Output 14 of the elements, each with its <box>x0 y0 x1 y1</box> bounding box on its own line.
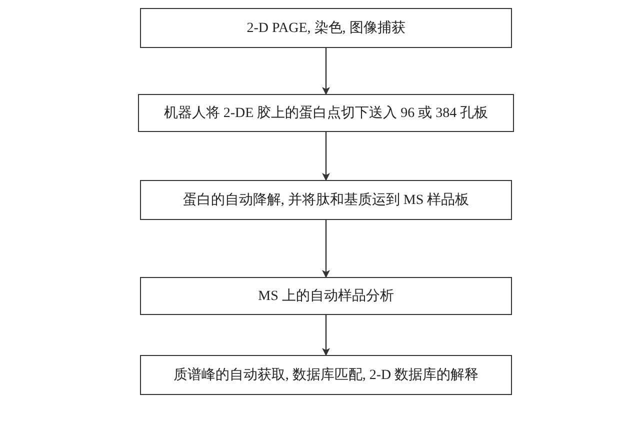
step-text: 质谱峰的自动获取, 数据库匹配, 2-D 数据库的解释 <box>173 366 479 384</box>
step-text: 机器人将 2-DE 胶上的蛋白点切下送入 96 或 384 孔板 <box>164 104 488 122</box>
process-box <box>140 355 512 395</box>
step-text: 蛋白的自动降解, 并将肽和基质运到 MS 样品板 <box>182 191 470 209</box>
step-text: 2-D PAGE, 染色, 图像捕获 <box>246 19 406 37</box>
arrow <box>322 132 330 181</box>
process-box <box>140 277 512 315</box>
process-box <box>140 180 512 220</box>
arrow <box>322 220 330 278</box>
process-box <box>140 8 512 48</box>
arrow <box>322 315 330 356</box>
arrow <box>322 48 330 95</box>
step-text: MS 上的自动样品分析 <box>258 288 394 305</box>
process-box <box>138 94 514 132</box>
